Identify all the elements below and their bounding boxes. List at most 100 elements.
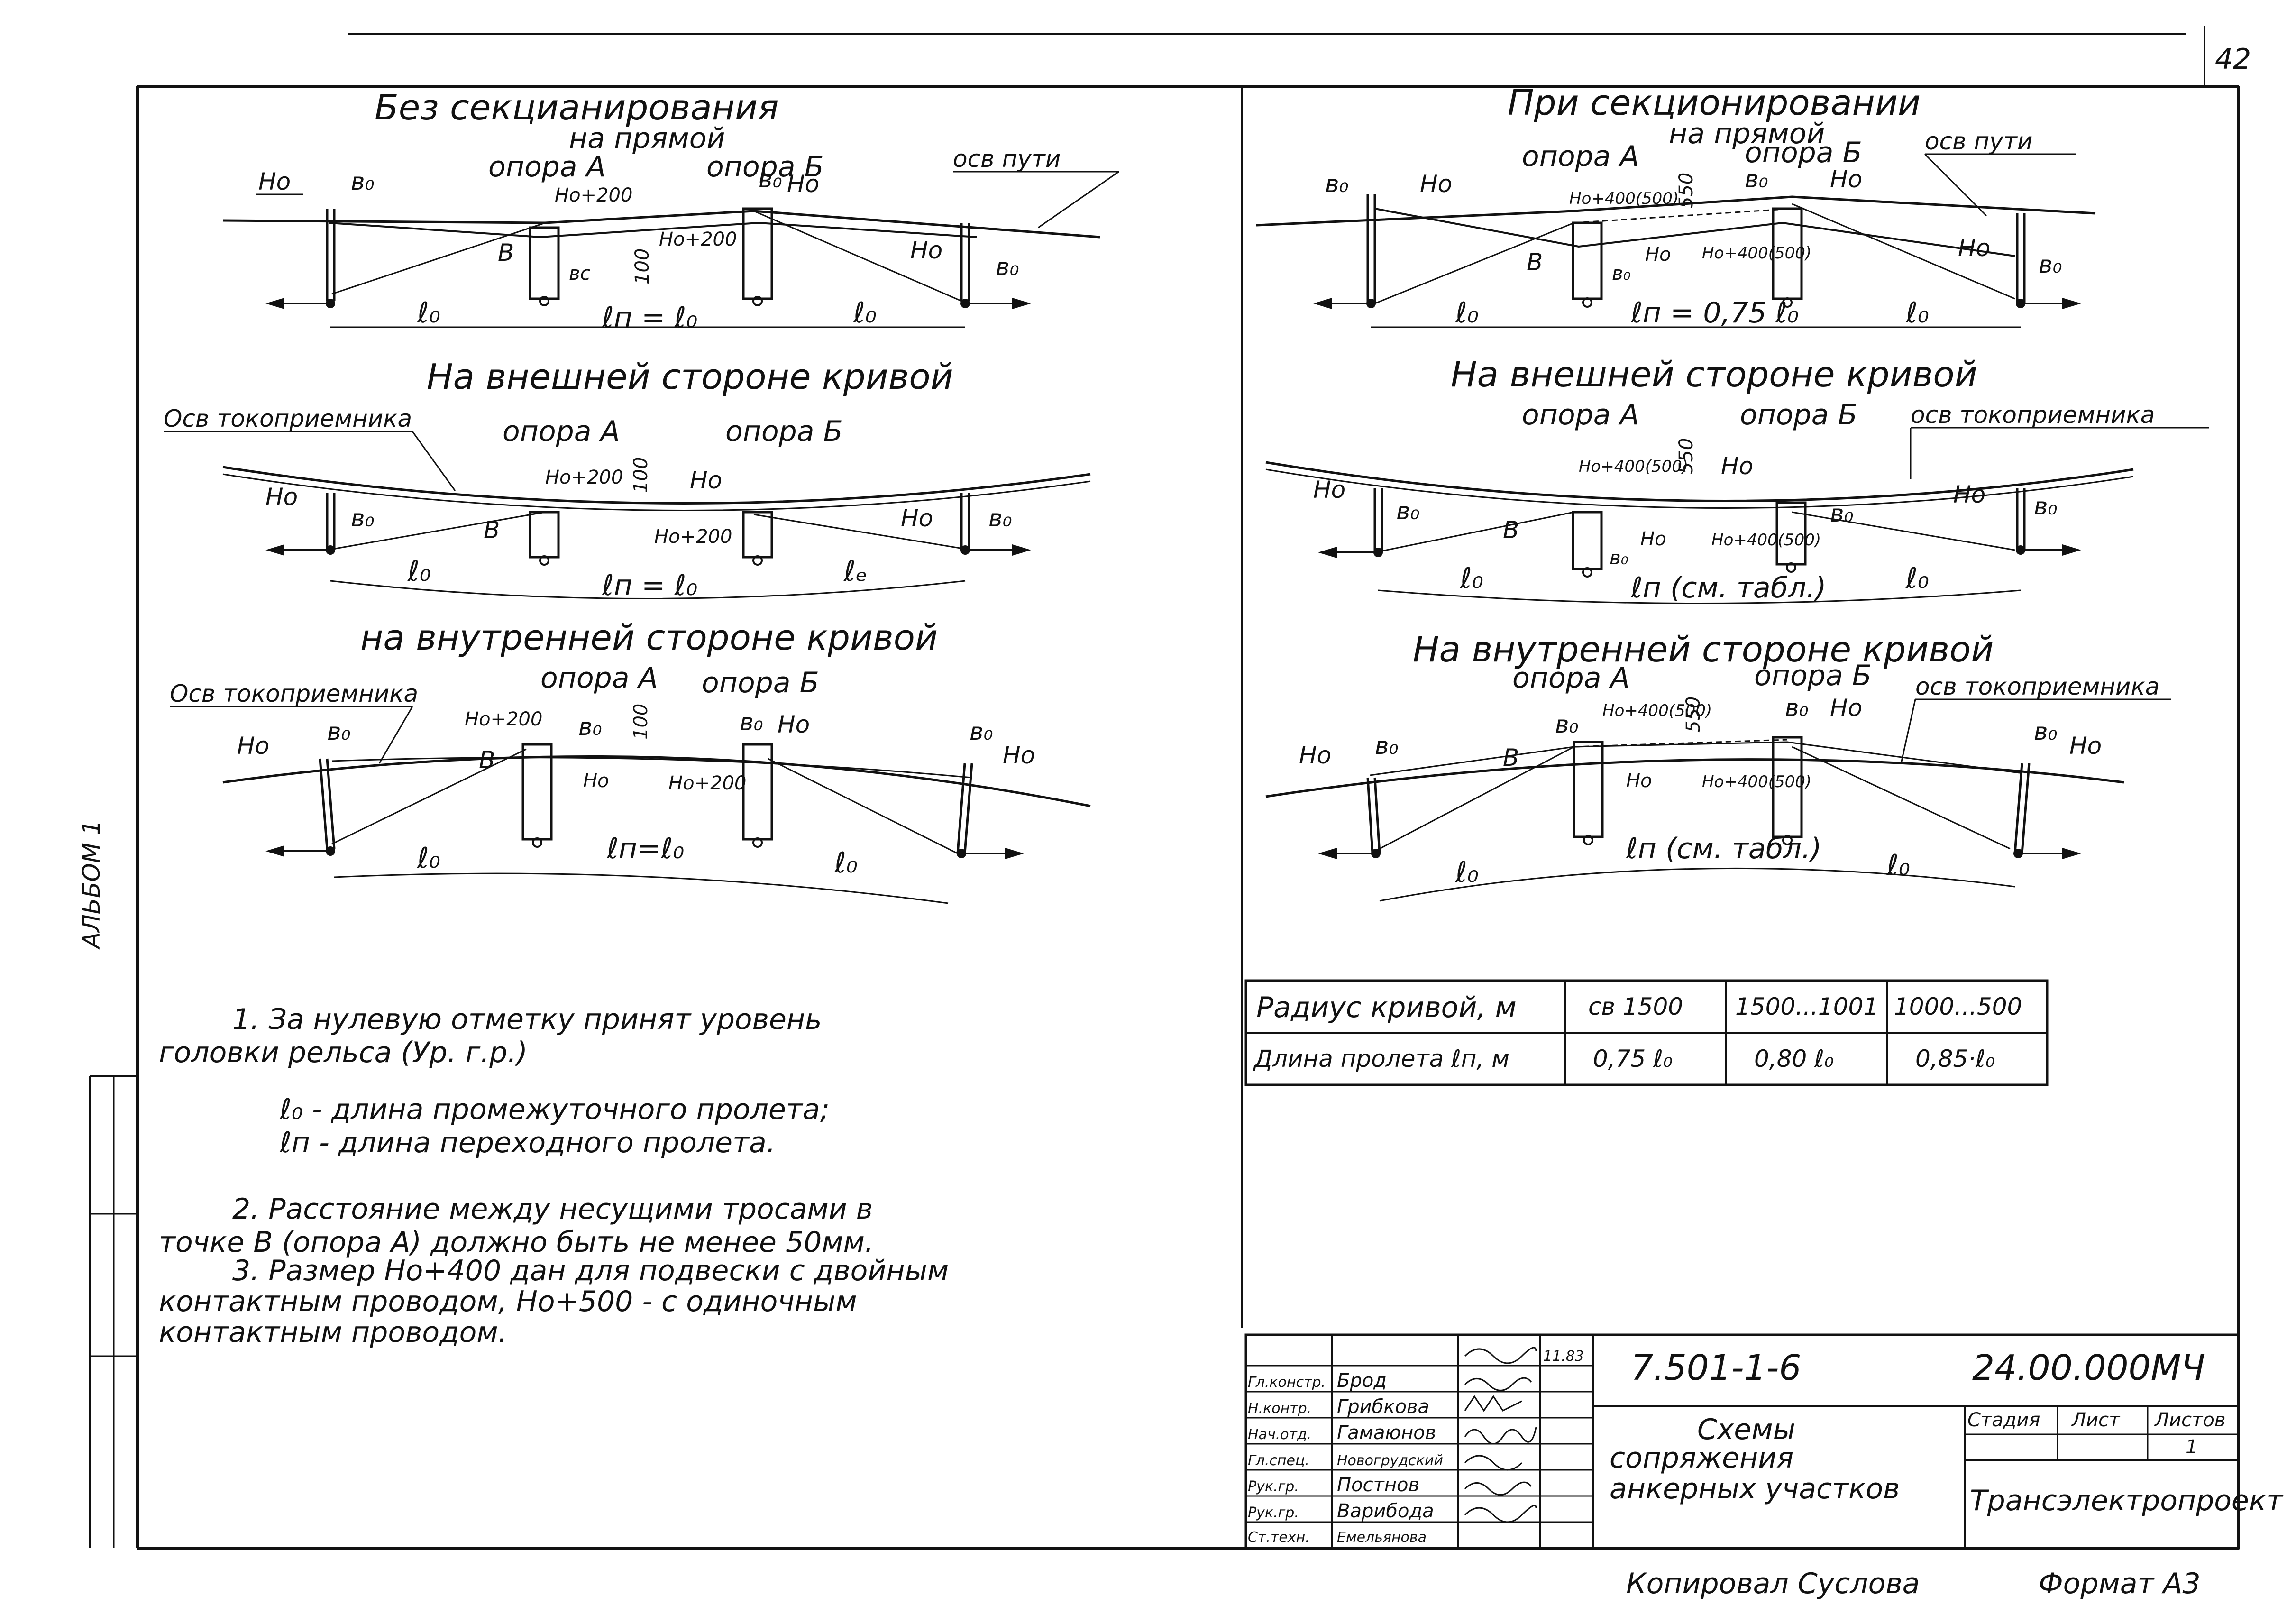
right-s2-l0-a: ℓ₀ (1460, 562, 1483, 595)
right-s3-b0: в₀ (1375, 732, 1399, 760)
left-s2-l0: ℓ₀ (407, 555, 431, 588)
right-s3-h0-2: Но (1626, 770, 1652, 792)
left-s1-h200: Но+200 (555, 184, 632, 206)
right-s3-h0: Но (1299, 742, 1331, 769)
left-s1-heading: на прямой (569, 122, 725, 155)
right-s1-d550: 550 (1675, 173, 1697, 209)
right-s1-b-point: В (1527, 248, 1543, 276)
left-s1-b0-2: в₀ (759, 165, 782, 193)
album-label: АЛЬБОМ 1 (78, 820, 105, 950)
left-s3-h0-3: Но (778, 711, 810, 738)
left-diagram-outer-curve: На внешней стороне кривой Осв токоприемн… (164, 357, 1091, 602)
right-s3-d550: 550 (1683, 697, 1704, 733)
role-2: Н.контр. (1248, 1400, 1311, 1417)
right-s3-opora-a: опора А (1512, 661, 1630, 695)
right-s1-h0-3: Но (1830, 165, 1862, 193)
right-s2-b0-4: в₀ (2034, 493, 2058, 520)
left-s3-h200b: Но+200 (668, 772, 746, 794)
right-s1-axis-label: осв пути (1925, 128, 2032, 155)
right-s1-opora-a: опора А (1522, 140, 1639, 173)
role-7: Ст.техн. (1248, 1529, 1310, 1546)
right-s2-h400: Но+400(500) (1579, 457, 1688, 476)
left-diagram-inner-curve: на внутренней стороне кривой Осв токопри… (170, 617, 1091, 904)
left-s2-ln: ℓп = ℓ₀ (602, 569, 697, 602)
left-s3-h0-2: Но (583, 770, 609, 792)
left-s3-l0-a: ℓ₀ (417, 842, 440, 875)
name-2: Грибкова (1337, 1396, 1429, 1418)
left-s1-ln: ℓп = ℓ₀ (602, 301, 697, 334)
right-s2-h0-3: Но (1640, 528, 1666, 550)
right-s2-opora-b: опора Б (1740, 398, 1857, 431)
note-l0-definition: ℓ₀ - длина промежуточного пролета; (279, 1093, 830, 1126)
right-s1-l0-b: ℓ₀ (1905, 296, 1929, 330)
right-s2-l0-b: ℓ₀ (1905, 562, 1929, 595)
left-s3-h200: Но+200 (465, 708, 542, 730)
right-s1-b0-4: в₀ (2039, 251, 2062, 278)
left-s2-b-point: В (484, 516, 500, 544)
left-s1-b0-3: в₀ (996, 253, 1019, 281)
left-s1-l0-a: ℓ₀ (417, 296, 440, 330)
left-s1-l0-b: ℓ₀ (853, 296, 877, 330)
right-s3-heading: На внутренней стороне кривой (1413, 629, 1994, 670)
right-diagram-straight: на прямой опора А опора Б осв пути в₀ Но… (1256, 117, 2096, 330)
left-s3-opora-b: опора Б (702, 666, 819, 699)
right-s2-heading: На внешней стороне кривой (1451, 354, 1977, 395)
right-s3-h400: Но+400(500) (1602, 701, 1712, 720)
right-s1-b0: в₀ (1325, 170, 1349, 198)
note-2-line-2: точке В (опора А) должно быть не менее 5… (159, 1226, 874, 1259)
right-s2-ln: ℓп (см. табл.) (1630, 571, 1826, 605)
note-1-line-2: головки рельса (Ур. г.р.) (159, 1036, 528, 1069)
right-s3-b0-2: в₀ (1555, 711, 1579, 738)
doc-number: 24.00.000МЧ (1972, 1348, 2205, 1388)
left-s1-opora-a: опора А (488, 150, 606, 184)
left-s1-h200b: Но+200 (659, 229, 737, 250)
table-r2-c1: Длина пролета ℓп, м (1253, 1045, 1509, 1073)
sheets-value: 1 (2186, 1436, 2197, 1458)
right-s2-opora-a: опора А (1522, 398, 1639, 431)
role-5: Рук.гр. (1248, 1478, 1299, 1495)
title-name-2: сопряжения (1610, 1441, 1793, 1475)
right-s3-h0-3: Но (1830, 694, 1862, 722)
left-s3-ln: ℓп=ℓ₀ (606, 832, 684, 865)
left-s2-axis-label: Осв токоприемника (164, 405, 412, 432)
right-s2-b-point: В (1503, 516, 1519, 544)
left-s2-opora-b: опора Б (725, 415, 843, 448)
left-s2-b0: в₀ (351, 505, 375, 532)
right-title: При секционировании (1508, 83, 1921, 123)
right-s1-heading: на прямой (1669, 117, 1825, 150)
left-s1-h0-2: Но (787, 170, 819, 198)
right-s1-l0-a: ℓ₀ (1455, 296, 1479, 330)
role-3: Нач.отд. (1248, 1426, 1311, 1443)
table-r2-c4: 0,85·ℓ₀ (1915, 1045, 1995, 1073)
sheet-label: Лист (2071, 1409, 2121, 1431)
right-s1-b0-2: в₀ (1612, 263, 1631, 284)
left-s3-axis-label: Осв токоприемника (170, 680, 418, 707)
role-1: Гл.констр. (1248, 1374, 1326, 1391)
notes: 1. За нулевую отметку принят уровень гол… (159, 1003, 949, 1349)
role-6: Рук.гр. (1248, 1505, 1299, 1521)
span-length-table: Радиус кривой, м св 1500 1500...1001 100… (1244, 979, 2049, 1086)
organization: Трансэлектропроект (1970, 1484, 2284, 1517)
sheets-label: Листов (2154, 1409, 2225, 1431)
note-3-line-2: контактным проводом, Но+500 - с одиночны… (159, 1285, 857, 1318)
left-s3-heading: на внутренней стороне кривой (360, 617, 938, 658)
left-s3-b0: в₀ (327, 718, 351, 745)
left-s3-h0: Но (237, 732, 269, 760)
page-number: 42 (2215, 43, 2251, 76)
table-r1-c3: 1500...1001 (1735, 993, 1878, 1020)
right-s2-h0-4: Но (1953, 481, 1985, 508)
left-s3-b-point: В (479, 746, 495, 774)
name-6: Варибода (1337, 1500, 1434, 1522)
right-s3-l0-b: ℓ₀ (1886, 849, 1910, 882)
title-block: Гл.констр. Брод Н.контр. Грибкова Нач.от… (1244, 1333, 2284, 1550)
right-s3-h0-4: Но (2069, 732, 2102, 760)
date: 11.83 (1543, 1348, 1584, 1365)
right-s3-b-point: В (1503, 744, 1519, 771)
note-2-line-1: 2. Расстояние между несущими тросами в (232, 1193, 873, 1226)
title-name-3: анкерных участков (1610, 1472, 1900, 1505)
name-1: Брод (1337, 1370, 1387, 1392)
left-s2-d100: 100 (630, 457, 652, 493)
left-title: Без секцианирования (375, 87, 779, 128)
left-s3-b0-4: в₀ (970, 718, 993, 745)
